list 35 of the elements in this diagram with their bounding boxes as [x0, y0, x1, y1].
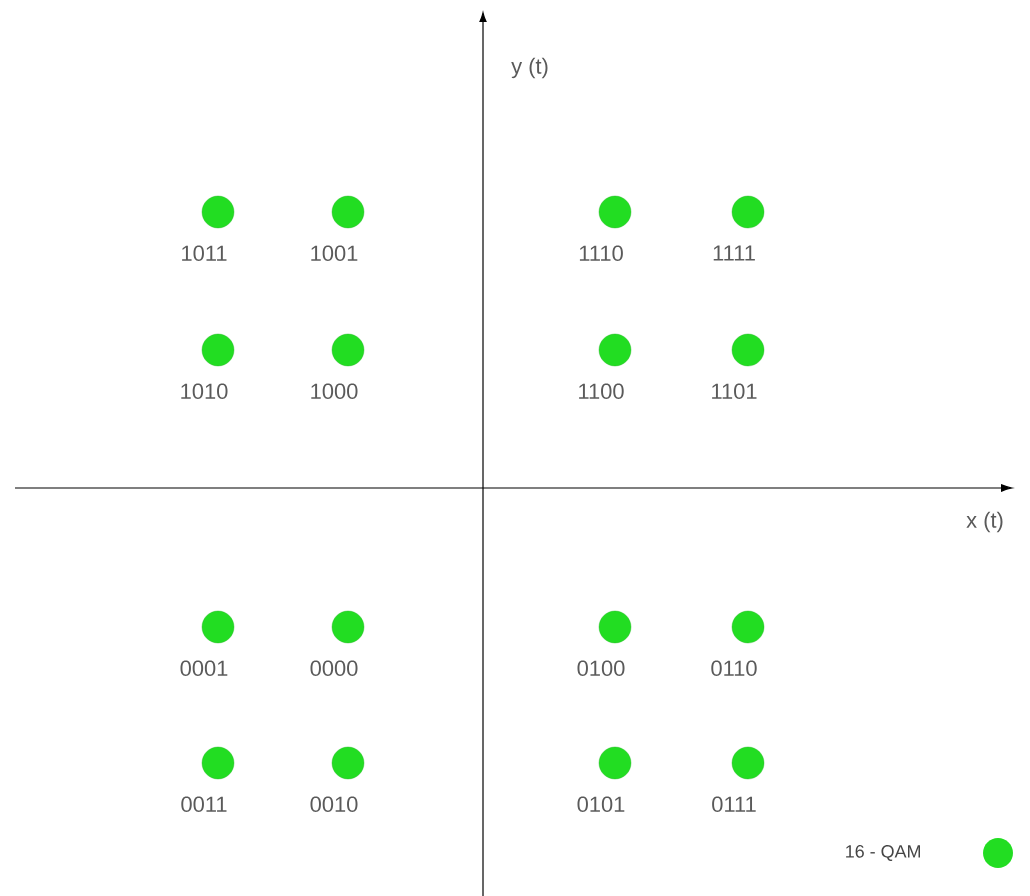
- constellation-point: 0010: [310, 746, 365, 813]
- legend-label: 16 - QAM: [846, 845, 920, 861]
- node-label: 0001: [180, 660, 228, 677]
- node-label: 1111: [713, 245, 755, 261]
- node-label: 0010: [310, 796, 358, 813]
- node-label: 0110: [711, 660, 757, 677]
- node-label: 0000: [310, 660, 358, 677]
- constellation-point: 1011: [182, 195, 235, 262]
- constellation-point: 0110: [711, 610, 765, 677]
- constellation-point: 0101: [577, 746, 632, 813]
- constellation-point: 1100: [579, 333, 632, 400]
- constellation-point: 0111: [712, 746, 765, 813]
- constellation-point: 0011: [181, 746, 235, 813]
- node-label: 1110: [579, 245, 623, 262]
- node-label: 0111: [712, 796, 756, 813]
- axis-label: x (t): [966, 511, 1003, 533]
- constellation-point: 0001: [180, 610, 235, 677]
- constellation-point: 1000: [311, 333, 365, 400]
- constellation-point: 1111: [713, 195, 765, 261]
- constellation-point: 1101: [712, 333, 765, 400]
- node-label: 0101: [577, 796, 625, 813]
- constellation-point: 1001: [311, 195, 365, 262]
- node-label: 1000: [311, 383, 358, 400]
- node-label: 1100: [579, 383, 624, 400]
- node-label: 0100: [577, 660, 625, 677]
- node-label: 1011: [182, 245, 227, 262]
- constellation-point: 0100: [577, 610, 632, 677]
- axis-label: y (t): [511, 57, 548, 79]
- constellation-point: 0000: [310, 610, 365, 677]
- constellation-point: 1110: [579, 195, 632, 262]
- constellation-point: 1010: [181, 333, 235, 400]
- node-label: 1101: [712, 383, 757, 400]
- node-label: 1010: [181, 383, 228, 400]
- node-label: 0011: [181, 796, 227, 813]
- node-label: 1001: [311, 245, 358, 262]
